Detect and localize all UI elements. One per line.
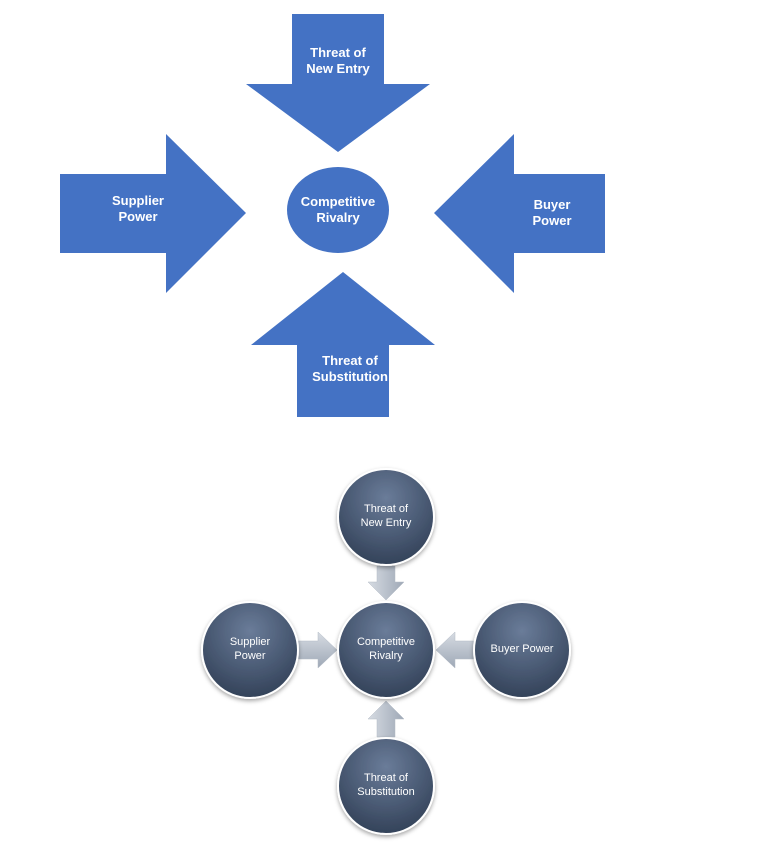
supplier-power-label: Supplier Power: [111, 192, 164, 224]
circle-threat-of-new-entry-label: Threat of New Entry: [360, 503, 412, 529]
top-arrow-shape: [246, 14, 430, 152]
circle-buyer-power-label: Buyer Power: [490, 643, 554, 656]
circle-supplier-power-label: Supplier Power: [229, 636, 271, 662]
top-connector-arrow: [367, 565, 405, 601]
left-connector-arrow: [297, 631, 338, 669]
competitive-rivalry-label: Competitive Rivalry: [300, 193, 376, 225]
diagram-one: [60, 14, 605, 417]
diagram-two: [201, 468, 571, 835]
bottom-arrow-shape: [251, 272, 435, 417]
circle-competitive-rivalry-label: Competitive Rivalry: [356, 636, 416, 662]
top-circle-shape: [337, 468, 435, 566]
right-connector-arrow: [435, 631, 476, 669]
center-ellipse-shape: [287, 167, 389, 253]
buyer-power-label: Buyer Power: [532, 196, 572, 228]
threat-of-new-entry-label: Threat of New Entry: [306, 44, 370, 76]
bottom-connector-arrow: [367, 700, 405, 738]
right-arrow-shape: [434, 134, 605, 293]
bottom-circle-shape: [337, 737, 435, 835]
left-circle-shape: [201, 601, 299, 699]
threat-of-substitution-label: Threat of Substitution: [312, 352, 388, 384]
circle-threat-of-substitution-label: Threat of Substitution: [357, 772, 415, 798]
left-arrow-shape: [60, 134, 246, 293]
right-circle-shape: [473, 601, 571, 699]
center-circle-shape: [337, 601, 435, 699]
